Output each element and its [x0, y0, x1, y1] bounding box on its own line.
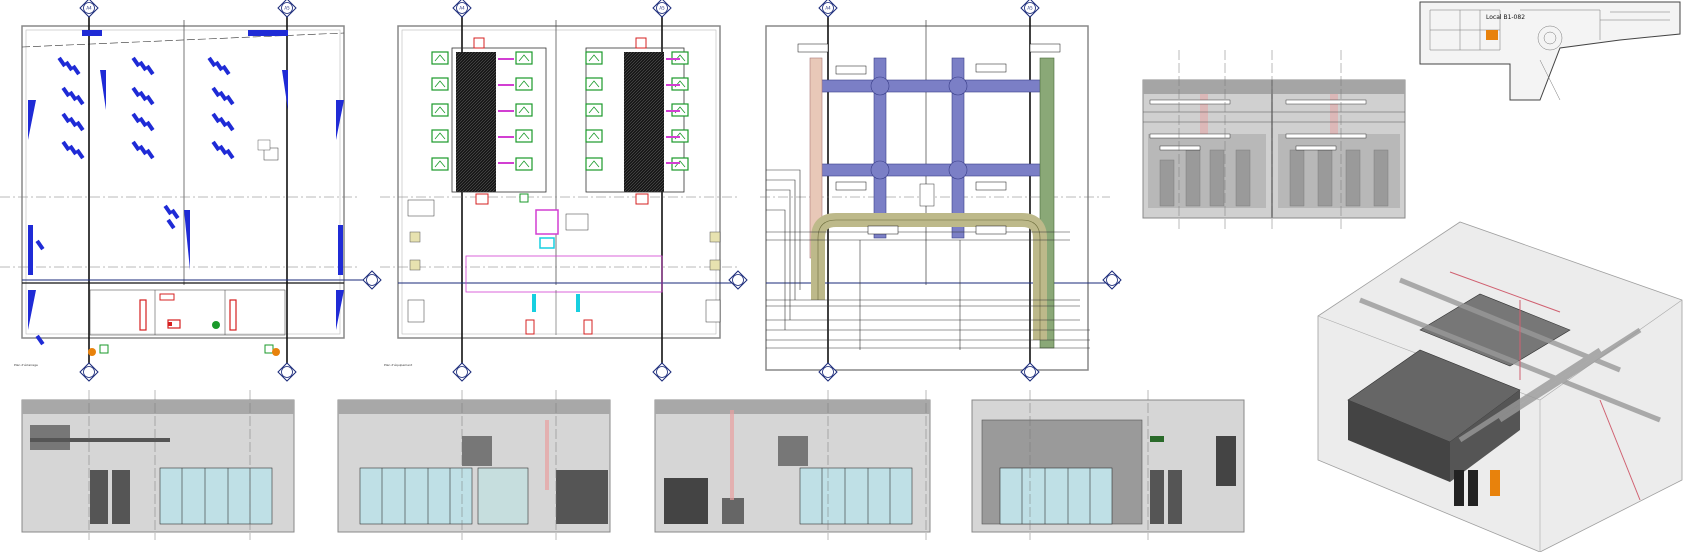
svg-text:Plan d'équipement: Plan d'équipement: [384, 363, 413, 367]
section-4: [971, 390, 1245, 540]
plan-hvac: [760, 0, 1122, 382]
section-top-right: [1142, 50, 1406, 230]
section-1: [21, 390, 295, 540]
grid-bubble-label: A4: [86, 6, 92, 11]
keymap-room-label: Local B1-082: [1486, 14, 1526, 21]
grid-bubble-label: A5: [659, 6, 665, 11]
keymap: [1419, 1, 1681, 101]
grid-bubble-label: A5: [284, 6, 290, 11]
plan-lighting: Plan d'éclairage: [0, 0, 382, 382]
svg-text:Plan d'éclairage: Plan d'éclairage: [14, 363, 38, 367]
section-3: [654, 390, 931, 540]
axon-3d-view: [1317, 221, 1683, 552]
section-2: [337, 390, 611, 540]
plan-racks: Plan d'équipement: [380, 0, 748, 382]
grid-bubble-label: A5: [1027, 6, 1033, 11]
grid-bubble-label: A4: [825, 6, 831, 11]
grid-bubble-label: A4: [459, 6, 465, 11]
